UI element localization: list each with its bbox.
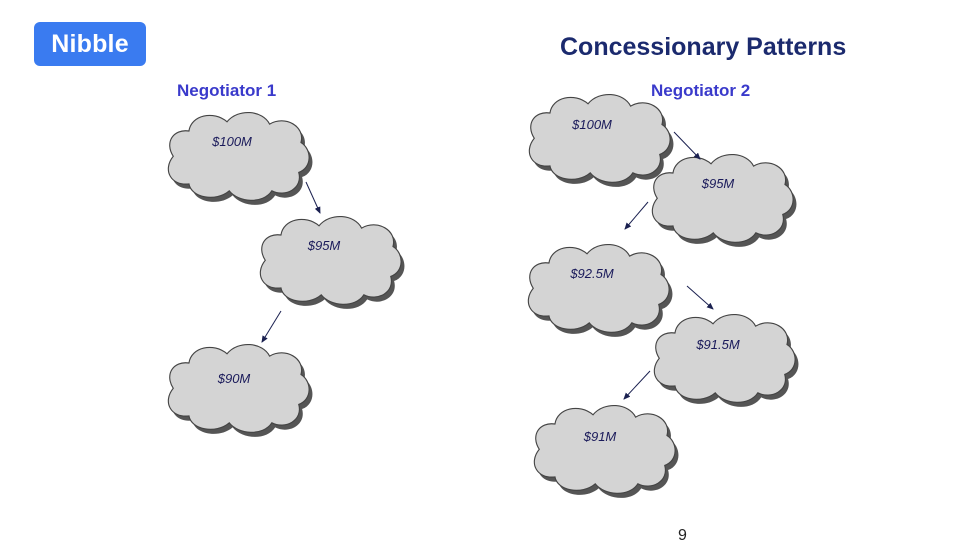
- nibble-logo: Nibble: [34, 22, 146, 66]
- offer-label-n1-3: $90M: [217, 371, 251, 386]
- arrow-n2-2: [624, 201, 649, 230]
- arrow-n2-1: [673, 131, 701, 160]
- offer-cloud-n2-2: [651, 153, 797, 247]
- offer-cloud-n1-2: [259, 215, 405, 309]
- negotiator-2-label: Negotiator 2: [651, 81, 751, 100]
- negotiator-1-label: Negotiator 1: [177, 81, 277, 100]
- offer-cloud-n1-3: [167, 343, 313, 437]
- offer-label-n2-2: $95M: [701, 176, 735, 191]
- offer-label-n1-1: $100M: [211, 134, 252, 149]
- arrow-n1-2: [261, 310, 282, 343]
- offer-label-n2-4: $91.5M: [695, 337, 740, 352]
- offer-label-n2-3: $92.5M: [569, 266, 614, 281]
- offer-label-n1-2: $95M: [307, 238, 341, 253]
- offer-label-n2-1: $100M: [571, 117, 612, 132]
- arrow-n2-4: [623, 370, 651, 400]
- offer-cloud-n2-4: [653, 313, 799, 407]
- slide-title: Concessionary Patterns: [560, 33, 847, 61]
- arrow-n1-1: [305, 181, 321, 214]
- arrow-n2-3: [686, 285, 714, 310]
- offer-cloud-n2-1: [528, 93, 674, 187]
- offer-cloud-n1-1: [167, 111, 313, 205]
- page-number: 9: [678, 527, 687, 544]
- offer-label-n2-5: $91M: [583, 429, 617, 444]
- offer-cloud-n2-5: [533, 404, 679, 498]
- offer-cloud-n2-3: [527, 243, 673, 337]
